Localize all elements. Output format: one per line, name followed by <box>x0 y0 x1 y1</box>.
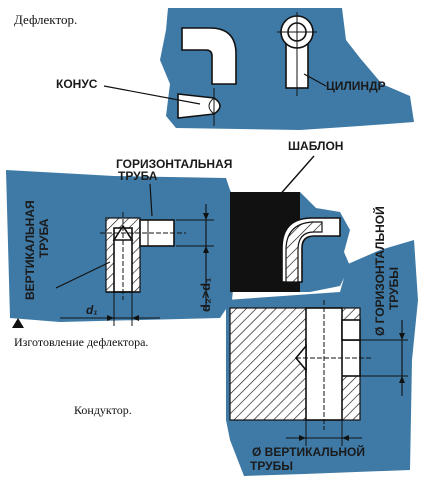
conductor-block <box>229 300 372 430</box>
label-dia-vertical-1: Ø ВЕРТИКАЛЬНОЙ <box>252 444 365 459</box>
label-vertical-pipe-1: ВЕРТИКАЛЬНАЯ <box>23 200 37 300</box>
label-horizontal-pipe-2: ТРУБА <box>118 169 158 183</box>
triangle-marker <box>12 318 24 328</box>
label-d1: d₁ <box>86 303 98 317</box>
cone-leader <box>103 85 201 105</box>
vertical-pipe-leader <box>55 261 111 289</box>
label-dia-horizontal-2: ТРУБЫ <box>387 267 401 310</box>
cylinder-leader <box>303 73 327 87</box>
caption-conductor: Кондуктор. <box>74 403 132 417</box>
d2-dimension <box>176 204 214 310</box>
label-dia-horizontal-1: Ø ГОРИЗОНТАЛЬНОЙ <box>372 206 387 336</box>
label-cone: КОНУС <box>56 77 98 91</box>
d1-dimension <box>60 292 160 326</box>
dim-vertical-diameter <box>286 420 362 446</box>
label-cylinder: ЦИЛИНДР <box>326 79 386 93</box>
label-horizontal-pipe-1: ГОРИЗОНТАЛЬНАЯ <box>116 157 232 171</box>
template-shape <box>230 192 341 292</box>
caption-making: Изготовление дефлектора. <box>14 335 148 349</box>
template-leader <box>269 155 315 207</box>
dim-horizontal-diameter <box>360 320 408 396</box>
elbow-top <box>181 27 237 85</box>
label-template: ШАБЛОН <box>288 139 343 153</box>
horizontal-pipe-leader <box>149 183 153 217</box>
pipe-assembly <box>100 212 186 300</box>
label-d2-formula: d₂>d₁ <box>198 277 213 312</box>
label-dia-vertical-2: ТРУБЫ <box>250 459 293 473</box>
cylinder-shape <box>277 12 317 96</box>
cone-shape <box>177 88 221 126</box>
caption-title: Дефлектор. <box>14 12 77 27</box>
label-vertical-pipe-2: ТРУБА <box>37 218 51 258</box>
